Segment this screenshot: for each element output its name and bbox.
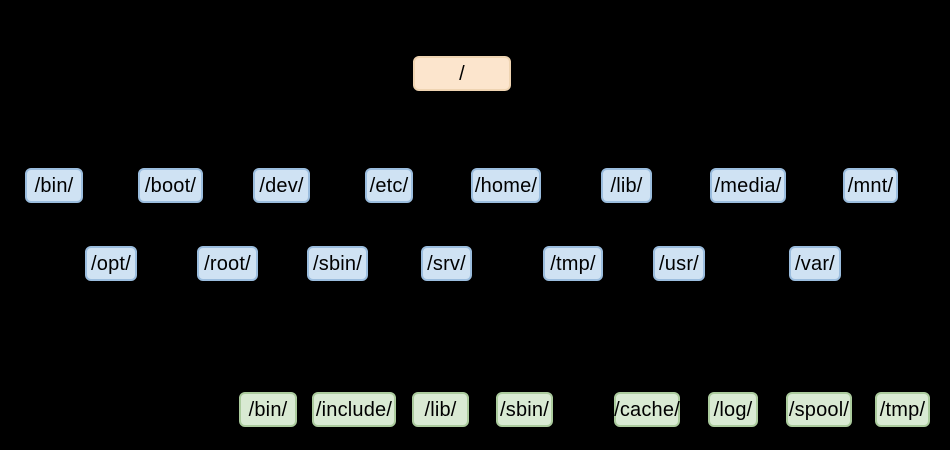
tree-node-dir-sbin: /sbin/ — [307, 246, 368, 281]
tree-node-dir-lib: /lib/ — [601, 168, 652, 203]
tree-node-subdir-tmp: /tmp/ — [875, 392, 930, 427]
tree-node-root-root: / — [413, 56, 511, 91]
tree-node-dir-root: /root/ — [197, 246, 258, 281]
tree-node-dir-bin: /bin/ — [25, 168, 83, 203]
tree-node-dir-tmp: /tmp/ — [543, 246, 603, 281]
tree-node-dir-var: /var/ — [789, 246, 841, 281]
tree-node-dir-boot: /boot/ — [138, 168, 203, 203]
tree-node-dir-home: /home/ — [471, 168, 541, 203]
tree-node-dir-dev: /dev/ — [253, 168, 310, 203]
tree-node-subdir-lib: /lib/ — [412, 392, 469, 427]
tree-node-dir-etc: /etc/ — [365, 168, 413, 203]
tree-node-dir-usr: /usr/ — [653, 246, 705, 281]
tree-node-dir-srv: /srv/ — [421, 246, 472, 281]
tree-node-subdir-log: /log/ — [708, 392, 758, 427]
tree-node-subdir-spool: /spool/ — [786, 392, 852, 427]
tree-node-subdir-include: /include/ — [312, 392, 396, 427]
tree-node-dir-mnt: /mnt/ — [843, 168, 898, 203]
tree-node-dir-media: /media/ — [710, 168, 786, 203]
tree-node-subdir-sbin: /sbin/ — [496, 392, 553, 427]
tree-node-subdir-cache: /cache/ — [614, 392, 680, 427]
tree-node-subdir-bin: /bin/ — [239, 392, 297, 427]
tree-node-dir-opt: /opt/ — [85, 246, 137, 281]
